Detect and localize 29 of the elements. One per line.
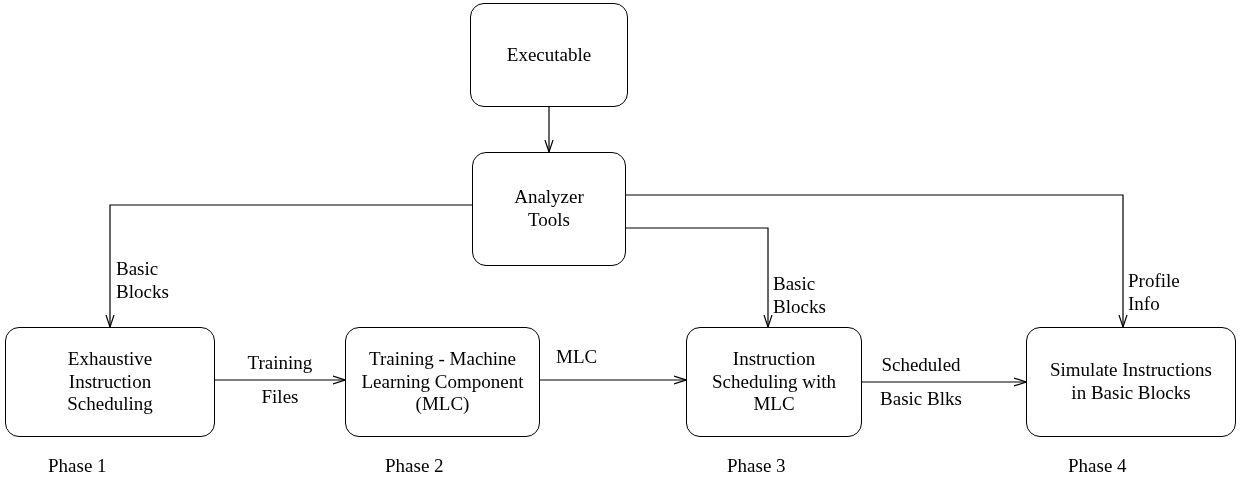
process-box <box>470 3 628 107</box>
phase-label: Phase 2 <box>385 455 444 478</box>
box-text: Executable <box>506 43 592 67</box>
arrow <box>105 204 473 328</box>
arrow <box>625 227 773 328</box>
edge-label: Basic Blocks <box>773 273 827 319</box>
box-text: Analyzer Tools <box>513 186 585 232</box>
edge-label: MLC <box>556 346 599 369</box>
process-box <box>5 327 215 437</box>
edge-label: Profile Info <box>1128 270 1181 316</box>
arrow <box>539 375 687 385</box>
phase-label: Phase 1 <box>48 455 107 478</box>
phase-label: Phase 4 <box>1068 455 1127 478</box>
edge-label: Scheduled Basic Blks <box>879 353 963 412</box>
arrow <box>214 375 346 385</box>
phase-label: Phase 3 <box>727 455 786 478</box>
process-box <box>1026 327 1236 437</box>
box-text: Simulate Instructions in Basic Blocks <box>1049 359 1213 405</box>
arrow <box>544 106 554 153</box>
box-text: Exhaustive Instruction Scheduling <box>66 347 154 417</box>
process-box <box>686 327 862 437</box>
box-text: Instruction Scheduling with MLC <box>711 347 837 417</box>
process-box <box>472 152 626 266</box>
box-text: Training - Machine Learning Component (MLC) <box>360 347 525 417</box>
process-box <box>345 327 540 437</box>
arrow <box>625 194 1128 328</box>
arrow <box>861 377 1027 387</box>
edge-label: Basic Blocks <box>116 258 170 304</box>
edge-label: Training Files <box>246 351 314 410</box>
